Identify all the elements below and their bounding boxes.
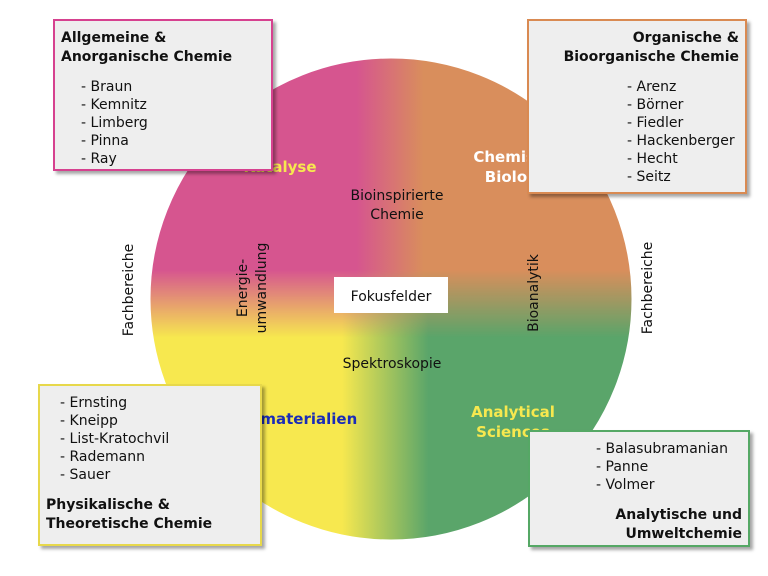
- member-item: Börner: [627, 96, 739, 114]
- side-label-right-group: Fachbereiche: [640, 242, 656, 335]
- focus-energie-line2: umwandlung: [254, 243, 270, 334]
- center-label: Fokusfelder: [351, 289, 432, 305]
- focus-energie-group: Energie- umwandlung: [235, 243, 270, 334]
- focus-bioanalytik-group: Bioanalytik: [526, 253, 542, 332]
- member-list: ArenzBörnerFiedlerHackenbergerHechtSeitz: [627, 78, 739, 186]
- member-item: Sauer: [60, 466, 260, 484]
- member-item: Rademann: [60, 448, 260, 466]
- member-list: BraunKemnitzLimbergPinnaRay: [81, 78, 271, 168]
- focus-bioanalytik: Bioanalytik: [526, 253, 542, 332]
- focus-energie-line1: Energie-: [235, 259, 251, 317]
- side-label-left-group: Fachbereiche: [121, 244, 137, 337]
- box-title-line2: Bioorganische Chemie: [563, 49, 739, 65]
- focus-spektroskopie: Spektroskopie: [343, 356, 442, 372]
- quadrant-analytical-line1: Analytical: [471, 403, 555, 421]
- circle-outline: [149, 57, 633, 541]
- member-item: Balasubramanian: [596, 440, 742, 458]
- side-label-right: Fachbereiche: [640, 242, 656, 335]
- member-item: Kneipp: [60, 412, 260, 430]
- member-item: Volmer: [596, 476, 742, 494]
- box-title-line2: Umweltchemie: [625, 526, 742, 542]
- member-item: Fiedler: [627, 114, 739, 132]
- box-title-line1: Allgemeine &: [61, 30, 167, 46]
- member-item: Braun: [81, 78, 271, 96]
- box-title-line1: Organische &: [632, 30, 739, 46]
- member-list: ErnstingKneippList-KratochvilRademannSau…: [60, 394, 260, 484]
- member-item: Seitz: [627, 168, 739, 186]
- member-item: Hecht: [627, 150, 739, 168]
- box-title-line1: Physikalische &: [46, 497, 171, 513]
- member-item: List-Kratochvil: [60, 430, 260, 448]
- focus-bioinspired-line1: Bioinspirierte: [350, 188, 443, 204]
- member-item: Pinna: [81, 132, 271, 150]
- box-title-line1: Analytische und: [615, 507, 742, 523]
- box-allgemeine-anorganische: Allgemeine & Anorganische Chemie BraunKe…: [53, 19, 273, 171]
- member-list: BalasubramanianPanneVolmer: [596, 440, 742, 494]
- member-item: Kemnitz: [81, 96, 271, 114]
- box-title-line2: Anorganische Chemie: [61, 49, 233, 65]
- member-item: Ernsting: [60, 394, 260, 412]
- side-label-left: Fachbereiche: [121, 244, 137, 337]
- member-item: Panne: [596, 458, 742, 476]
- member-item: Arenz: [627, 78, 739, 96]
- member-item: Ray: [81, 150, 271, 168]
- member-item: Hackenberger: [627, 132, 739, 150]
- center-box: [334, 277, 448, 313]
- box-physikalische-theoretische: ErnstingKneippList-KratochvilRademannSau…: [38, 384, 262, 546]
- focus-bioinspired-line2: Chemie: [370, 207, 423, 223]
- box-analytische-umweltchemie: BalasubramanianPanneVolmer Analytische u…: [528, 430, 750, 547]
- member-item: Limberg: [81, 114, 271, 132]
- box-title-line2: Theoretische Chemie: [46, 516, 213, 532]
- box-organische-bioorganische: Organische & Bioorganische Chemie ArenzB…: [527, 19, 747, 194]
